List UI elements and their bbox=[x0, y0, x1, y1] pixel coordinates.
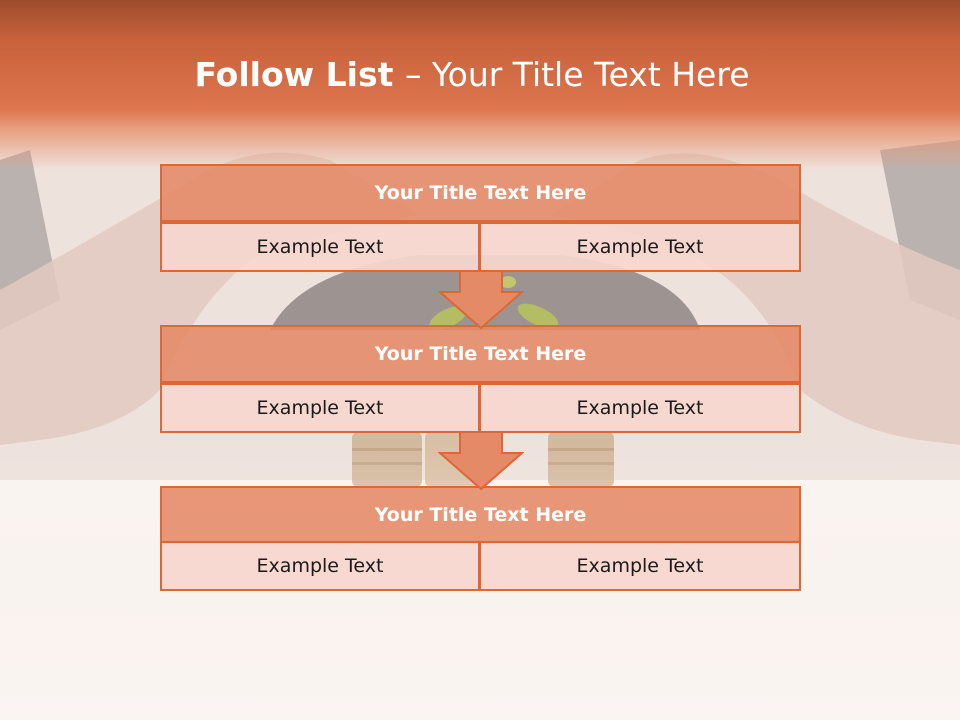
block-left-text: Example Text bbox=[160, 383, 480, 433]
block-title: Your Title Text Here bbox=[160, 486, 801, 544]
block-title: Your Title Text Here bbox=[160, 164, 801, 222]
block-title: Your Title Text Here bbox=[160, 325, 801, 383]
block-right-text: Example Text bbox=[479, 222, 801, 272]
block-right-text: Example Text bbox=[479, 541, 801, 591]
header-band bbox=[0, 0, 960, 170]
slide-title-bold: Follow List bbox=[194, 55, 405, 94]
down-arrow-icon bbox=[438, 270, 524, 330]
slide-title-rest: – Your Title Text Here bbox=[404, 55, 750, 94]
down-arrow-icon bbox=[438, 431, 524, 491]
slide-title: Follow List – Your Title Text Here bbox=[0, 52, 944, 98]
block-left-text: Example Text bbox=[160, 541, 480, 591]
block-right-text: Example Text bbox=[479, 383, 801, 433]
block-left-text: Example Text bbox=[160, 222, 480, 272]
